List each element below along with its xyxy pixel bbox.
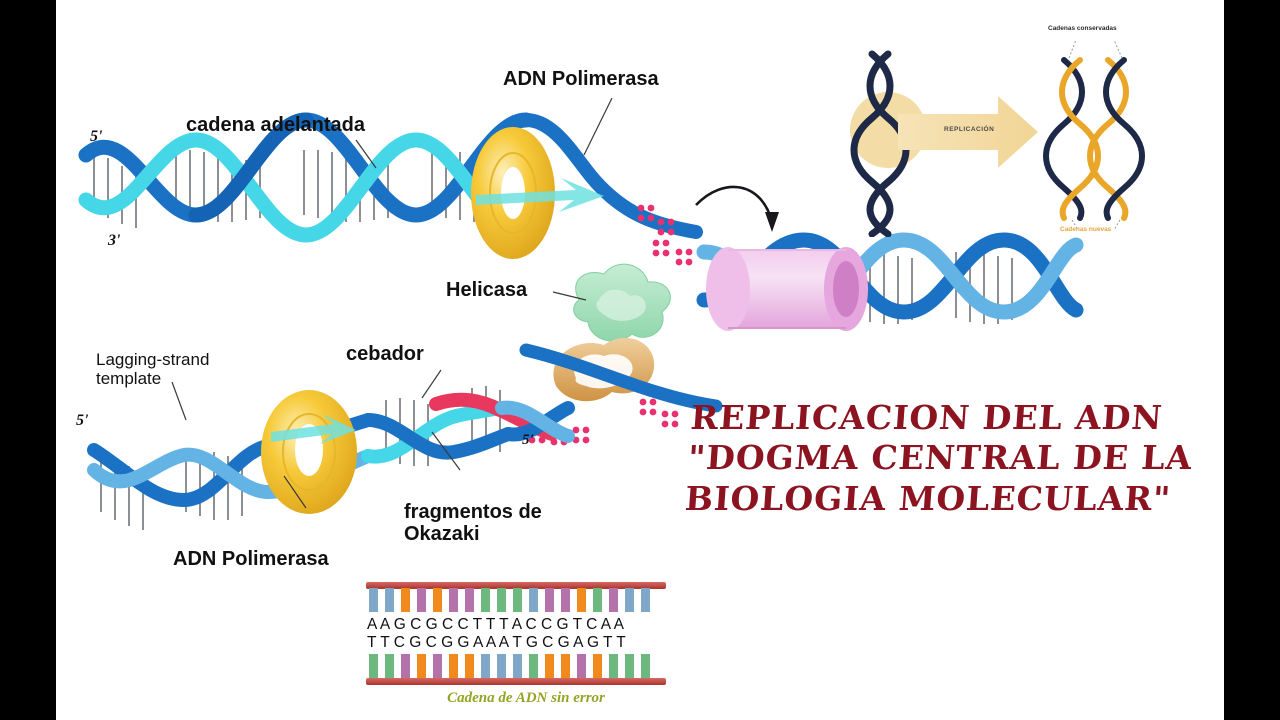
polymerase-direction-arrow-top (476, 178, 604, 212)
dna-sequence-module: A A G C G C C T T T A C C G T C A A T T … (361, 578, 691, 706)
lagging-right-light (495, 400, 575, 443)
okazaki-fragment-blue (361, 413, 515, 460)
inset-svg (850, 39, 1145, 238)
inset-label-new-strands: Cadenas nuevas (1060, 226, 1112, 233)
top-strand-cyan (78, 132, 534, 243)
title-line-3: BIOLOGIA MOLECULAR" (683, 478, 1173, 518)
label-okazaki-fragments: fragmentos de Okazaki (404, 501, 542, 546)
sequence-top-rail (366, 582, 666, 589)
inset-arrow-label: REPLICACIÓN (944, 126, 995, 133)
helicase-highlight (596, 289, 646, 321)
marker-3-prime-top-left: 3' (108, 232, 121, 249)
curved-arrow-line (695, 185, 774, 223)
inset-daughter-helix-2 (1087, 57, 1145, 221)
pillarbox-left (0, 0, 56, 720)
curved-arrow-head (765, 212, 779, 232)
label-lagging-strand-template: Lagging-strand template (96, 350, 210, 389)
marker-5-prime-top-left: 5' (90, 128, 103, 145)
leader-lines (171, 97, 613, 509)
sequence-top-strand: A A G C G C C T T T A C C G T C A A (367, 616, 625, 633)
sequence-bottom-rail (366, 678, 666, 685)
inset-callout-lines (1068, 39, 1123, 231)
diagram-area: cadena adelantada ADN Polimerasa Helicas… (56, 0, 1224, 720)
sequence-bottom-strand: T T C G C G G A A A T G C G A G T T (367, 634, 626, 651)
dna-polymerase-bottom-ring (261, 390, 357, 514)
inset-replication-arrow (898, 96, 1038, 168)
sequence-caption: Cadena de ADN sin error (447, 690, 605, 706)
sequence-bottom-bases (369, 654, 650, 678)
dna-polymerase-top-ring (471, 127, 555, 259)
label-helicase: Helicasa (446, 279, 528, 301)
pillarbox-right (1224, 0, 1280, 720)
figure-title: REPLICACION DEL ADN "DOGMA CENTRAL DE LA… (684, 398, 1212, 519)
inset-label-conserved-strands: Cadenas conservadas (1048, 25, 1117, 32)
replication-inset-diagram: REPLICACIÓN Cadenas conservadas Cadenas … (826, 22, 1166, 238)
title-line-1: REPLICACION DEL ADN (689, 398, 1165, 437)
polymerase-direction-arrow-bottom (271, 414, 356, 444)
sequence-top-bases (369, 588, 650, 612)
label-dna-polymerase-bottom: ADN Polimerasa (173, 548, 329, 570)
inset-daughter-helix-1 (1043, 57, 1101, 221)
label-primer: cebador (346, 343, 424, 365)
title-line-2: "DOGMA CENTRAL DE LA (686, 438, 1194, 478)
top-strand-accent (188, 112, 314, 223)
label-leading-strand: cadena adelantada (186, 114, 365, 136)
marker-5-prime-bottom-right: 5' (522, 432, 534, 448)
label-dna-polymerase-top: ADN Polimerasa (503, 68, 659, 90)
replication-fork-illustration (78, 97, 1084, 530)
lagging-fork-strand (519, 343, 723, 413)
marker-5-prime-bottom-left: 5' (76, 412, 89, 429)
nucleotide-dots-upper (637, 204, 693, 266)
sliding-clamp-cylinder (706, 247, 868, 331)
